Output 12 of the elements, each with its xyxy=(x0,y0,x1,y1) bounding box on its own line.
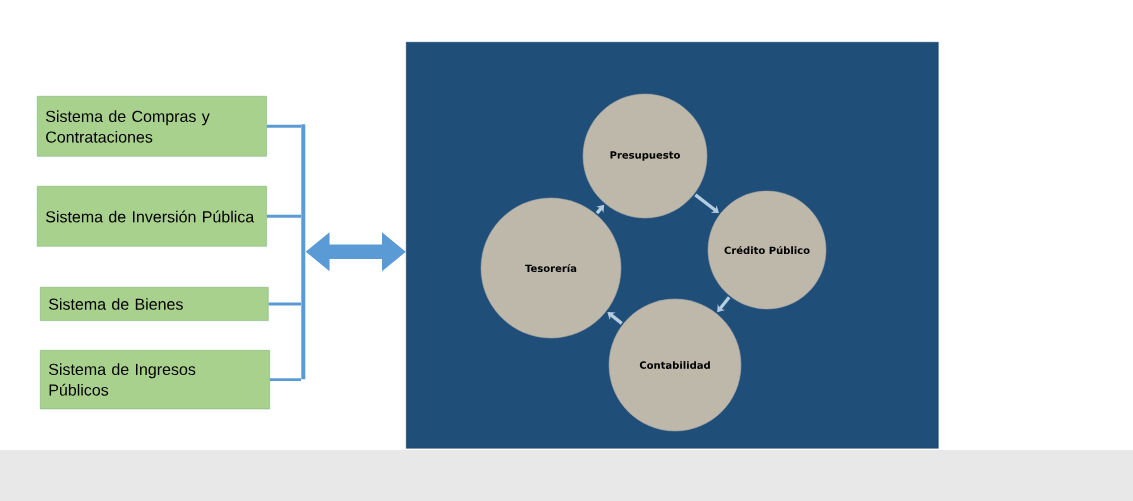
connector-line xyxy=(266,214,301,218)
system-box: Sistema de Bienes xyxy=(40,287,269,321)
system-box: Sistema de Inversión Pública xyxy=(37,186,267,247)
bracket-bar xyxy=(301,124,306,380)
arrow xyxy=(595,204,605,215)
arrow xyxy=(694,193,719,213)
arrow xyxy=(607,312,623,325)
system-box: Sistema de Compras y Contrataciones xyxy=(37,96,267,157)
system-box: Sistema de Ingresos Públicos xyxy=(40,350,270,410)
connector-line xyxy=(268,302,301,306)
connector-line xyxy=(269,378,301,382)
connector-line xyxy=(266,124,301,128)
